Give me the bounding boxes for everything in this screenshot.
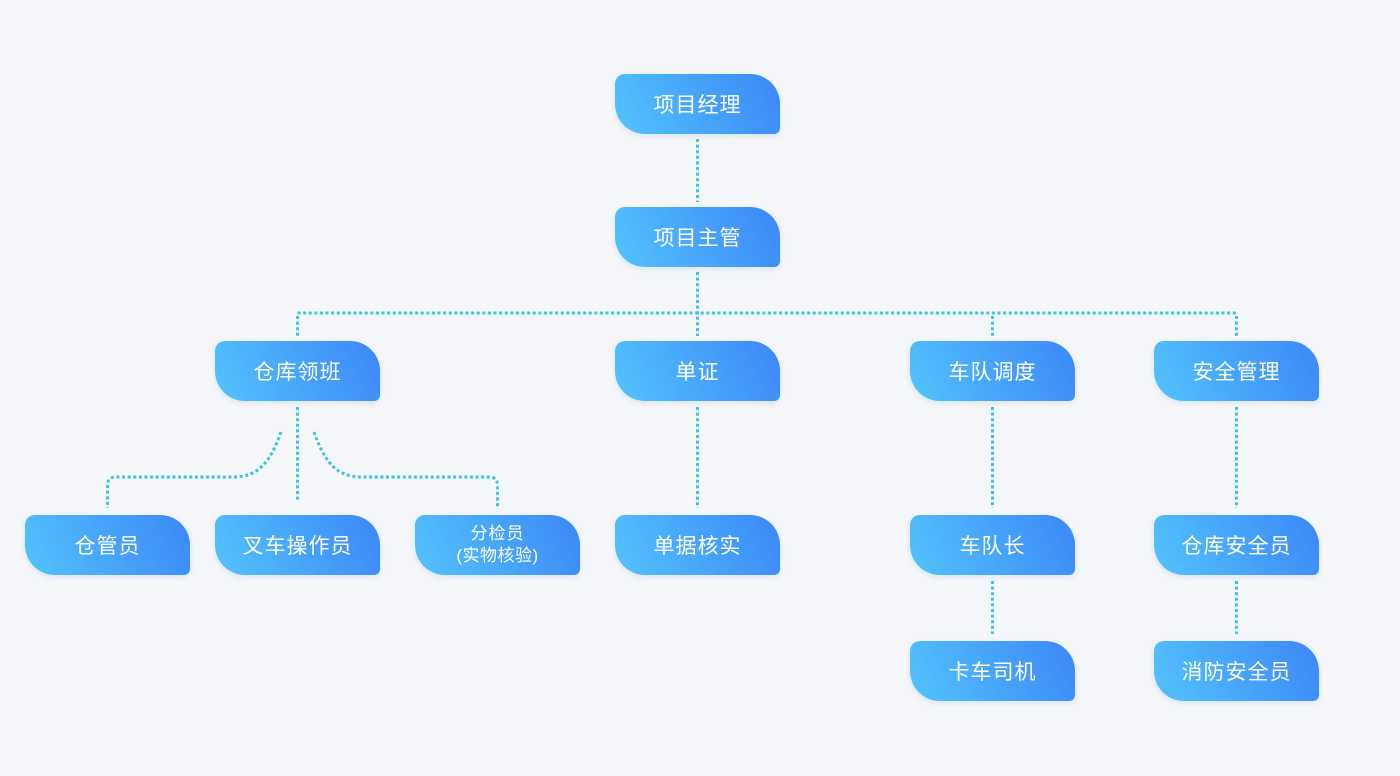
node-warehouse-keeper: 仓管员 (25, 515, 190, 575)
node-sorter-label: 分检员 (470, 524, 525, 543)
node-project-manager-label: 项目经理 (653, 94, 742, 117)
node-warehouse-safety-officer: 仓库安全员 (1154, 515, 1319, 575)
node-warehouse-foreman-label: 仓库领班 (253, 361, 342, 384)
connector-foreman-keeper (106, 431, 283, 508)
node-document-verification: 单据核实 (615, 515, 780, 575)
node-warehouse-keeper-label: 仓管员 (74, 535, 141, 558)
node-fleet-dispatch-label: 车队调度 (948, 361, 1037, 384)
node-document-verification-label: 单据核实 (653, 535, 742, 558)
node-fleet-captain: 车队长 (910, 515, 1075, 575)
node-warehouse-safety-officer-label: 仓库安全员 (1181, 535, 1292, 558)
node-warehouse-foreman: 仓库领班 (215, 341, 380, 401)
node-project-supervisor-label: 项目主管 (653, 227, 742, 250)
node-safety-management-label: 安全管理 (1192, 361, 1281, 384)
node-documentation-label: 单证 (675, 361, 720, 384)
node-sorter-sublabel: (实物核验) (456, 546, 539, 565)
node-truck-driver: 卡车司机 (910, 641, 1075, 701)
connector-foreman-sorter (312, 431, 499, 508)
node-forklift-operator-label: 叉车操作员 (242, 535, 353, 558)
node-fleet-captain-label: 车队长 (959, 535, 1026, 558)
node-fleet-dispatch: 车队调度 (910, 341, 1075, 401)
node-fire-safety-officer: 消防安全员 (1154, 641, 1319, 701)
node-documentation: 单证 (615, 341, 780, 401)
node-truck-driver-label: 卡车司机 (948, 661, 1037, 684)
node-project-supervisor: 项目主管 (615, 207, 780, 267)
node-project-manager: 项目经理 (615, 74, 780, 134)
node-fire-safety-officer-label: 消防安全员 (1181, 661, 1292, 684)
node-sorter: 分检员 (实物核验) (415, 515, 580, 575)
node-forklift-operator: 叉车操作员 (215, 515, 380, 575)
node-safety-management: 安全管理 (1154, 341, 1319, 401)
